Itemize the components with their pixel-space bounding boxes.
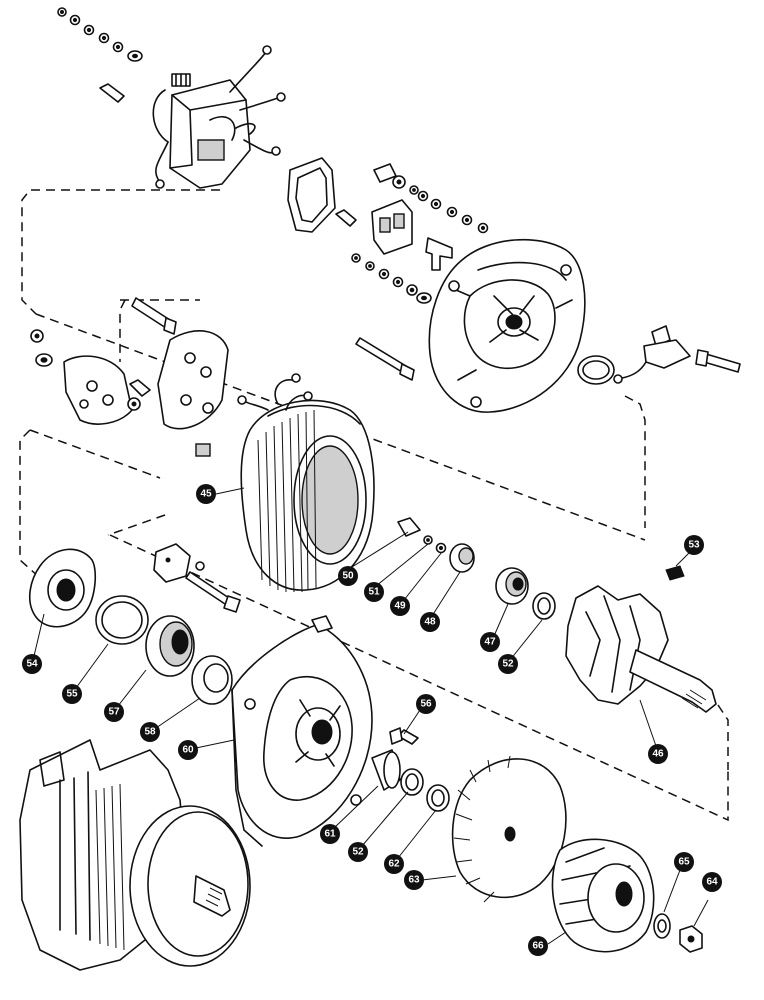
callout-52-upper: 52 xyxy=(498,654,518,674)
drive-end-housing xyxy=(231,615,373,847)
callout-55: 55 xyxy=(62,684,82,704)
svg-text:58: 58 xyxy=(144,727,156,738)
svg-text:63: 63 xyxy=(408,875,420,886)
svg-text:62: 62 xyxy=(388,859,400,870)
svg-text:47: 47 xyxy=(484,637,496,648)
pulley-assembly xyxy=(551,838,703,953)
svg-text:61: 61 xyxy=(324,829,336,840)
callout-63: 63 xyxy=(404,870,424,890)
rotor-hardware xyxy=(397,517,556,620)
pulley-end-hardware xyxy=(371,727,450,812)
o-ring-and-lead xyxy=(577,325,691,385)
gasket-plate xyxy=(287,157,357,233)
callout-54: 54 xyxy=(22,654,42,674)
terminal-hardware xyxy=(351,163,489,304)
fan xyxy=(451,755,567,903)
callout-46: 46 xyxy=(648,744,668,764)
callout-65: 65 xyxy=(674,852,694,872)
assembled-alternator xyxy=(19,739,251,971)
svg-text:66: 66 xyxy=(532,941,544,952)
svg-text:49: 49 xyxy=(394,601,406,612)
callout-66: 66 xyxy=(528,936,548,956)
rotor xyxy=(565,565,717,713)
svg-text:55: 55 xyxy=(66,689,78,700)
callout-56: 56 xyxy=(416,694,436,714)
svg-text:52: 52 xyxy=(352,847,364,858)
svg-text:51: 51 xyxy=(368,587,380,598)
svg-text:53: 53 xyxy=(688,540,700,551)
svg-text:48: 48 xyxy=(424,617,436,628)
svg-text:45: 45 xyxy=(200,489,212,500)
callout-51: 51 xyxy=(364,582,384,602)
svg-text:56: 56 xyxy=(420,699,432,710)
callout-61: 61 xyxy=(320,824,340,844)
callout-57: 57 xyxy=(104,702,124,722)
callout-49: 49 xyxy=(390,596,410,616)
small-washers-row xyxy=(57,7,143,103)
through-bolts xyxy=(131,297,741,381)
terminal-block xyxy=(153,543,241,613)
leader-lines xyxy=(33,487,709,945)
svg-text:65: 65 xyxy=(678,857,690,868)
front-bearing-set xyxy=(28,548,233,705)
svg-text:57: 57 xyxy=(108,707,120,718)
callout-48: 48 xyxy=(420,612,440,632)
callout-53: 53 xyxy=(684,535,704,555)
callout-62: 62 xyxy=(384,854,404,874)
svg-text:64: 64 xyxy=(706,877,718,888)
rectifier-bridges xyxy=(30,329,229,457)
callout-50: 50 xyxy=(338,566,358,586)
svg-text:54: 54 xyxy=(26,659,38,670)
callout-47: 47 xyxy=(480,632,500,652)
callout-64: 64 xyxy=(702,872,722,892)
callout-52-lower: 52 xyxy=(348,842,368,862)
svg-text:60: 60 xyxy=(182,745,194,756)
regulator-module xyxy=(152,45,286,189)
callout-45: 45 xyxy=(196,484,216,504)
callout-58: 58 xyxy=(140,722,160,742)
svg-text:50: 50 xyxy=(342,571,354,582)
svg-text:52: 52 xyxy=(502,659,514,670)
rear-housing xyxy=(428,238,586,413)
callout-60: 60 xyxy=(178,740,198,760)
svg-text:46: 46 xyxy=(652,749,664,760)
stator xyxy=(237,373,375,593)
